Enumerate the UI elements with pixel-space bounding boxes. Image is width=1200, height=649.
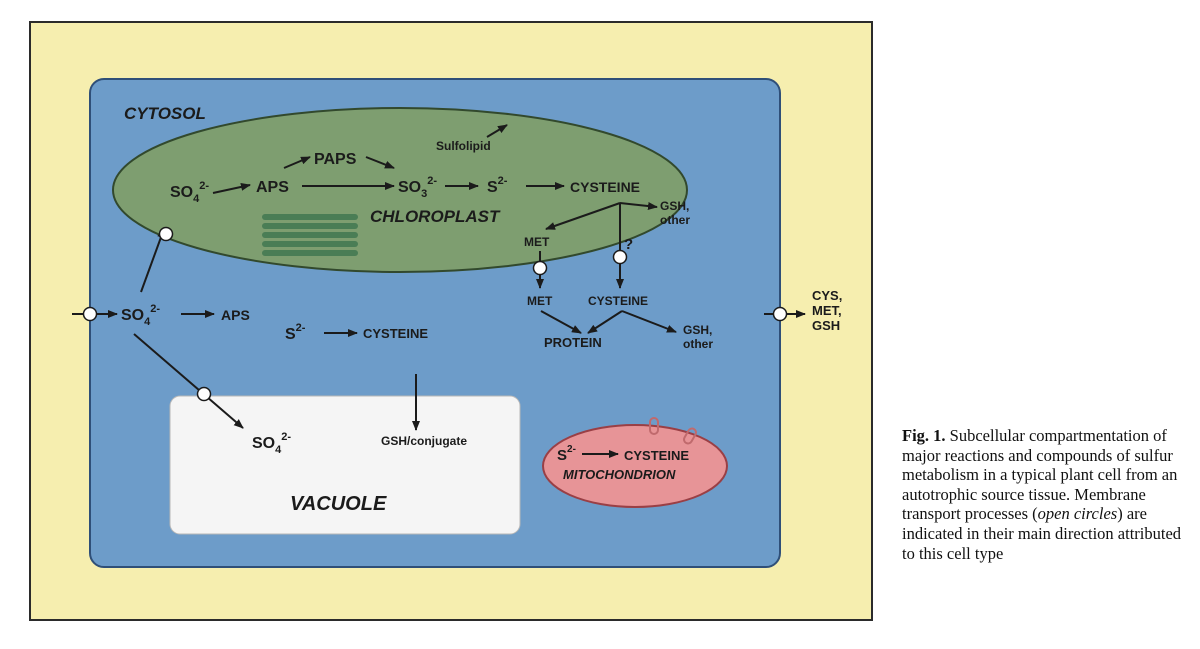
cytosol-sulfide: S2- — [285, 322, 306, 343]
caption-title: Fig. 1. — [902, 426, 946, 445]
arrow-paps-so3 — [365, 156, 395, 169]
chloroplast-sulfite: SO32- — [398, 175, 437, 200]
mitochondrion-sulfide: S2- — [557, 444, 576, 464]
chloroplast-aps: APS — [256, 179, 289, 196]
caption-text-1: Subcellular compartmentation of major re… — [902, 426, 1178, 524]
arrow-met-protein — [540, 310, 582, 334]
arrow-cysteine-gsh-chloroplast — [619, 202, 658, 211]
vacuole-label: VACUOLE — [290, 493, 387, 515]
arrow-aps-paps — [283, 156, 311, 169]
cytosol-cysteine: CYSTEINE — [363, 326, 428, 341]
chloroplast-label: CHLOROPLAST — [370, 207, 501, 226]
chloroplast-met: MET — [524, 235, 550, 249]
chloroplast-export-unknown: ? — [624, 236, 633, 253]
vacuole-gsh-conjugate: GSH/conjugate — [381, 434, 467, 448]
cytosol-label: CYTOSOL — [124, 104, 206, 123]
cytosol-aps: APS — [221, 307, 250, 323]
chloroplast-sulfate: SO42- — [170, 180, 209, 205]
cell-export-metabolites: CYS,MET,GSH — [812, 288, 842, 333]
mitochondrion-compartment — [542, 424, 728, 508]
mitochondrion-cristae — [649, 417, 697, 445]
arrow-cytosol-so4-chloroplast — [140, 228, 165, 293]
transporter-chloroplast-cysteine — [612, 249, 628, 265]
chloroplast-paps: PAPS — [314, 151, 357, 168]
arrow-cysteine-met-chloroplast — [545, 202, 621, 230]
chloroplast-sulfolipid: Sulfolipid — [436, 139, 491, 153]
transporter-vacuole-so4 — [196, 386, 212, 402]
caption-text-2: ) are indicated in their main direction … — [902, 504, 1182, 563]
arrow-to-sulfolipid — [486, 124, 508, 138]
mitochondrion-cysteine: CYSTEINE — [624, 448, 689, 463]
chloroplast-cysteine: CYSTEINE — [570, 179, 640, 195]
arrow-cysteine-protein — [587, 310, 623, 334]
sulfur-metabolism-diagram: CYTOSOL CHLOROPLAST VACUOLE MITOCHONDRIO… — [29, 21, 873, 621]
transporter-chloroplast-met — [532, 260, 548, 276]
transport-circles — [82, 226, 788, 402]
mitochondrion-label: MITOCHONDRION — [563, 467, 676, 482]
arrow-cysteine-gsh-cytosol — [621, 310, 677, 333]
cytosol-sulfate: SO42- — [121, 303, 160, 328]
chloroplast-sulfide: S2- — [487, 175, 508, 196]
transporter-plasma-out — [772, 306, 788, 322]
figure-caption: Fig. 1. Subcellular compartmentation of … — [902, 426, 1192, 563]
vacuole-compartment — [169, 395, 521, 535]
arrow-so4-vacuole — [133, 333, 244, 429]
arrow-so4-aps-chloroplast — [212, 182, 251, 194]
cytosol-met: MET — [527, 294, 553, 308]
vacuole-sulfate: SO42- — [252, 431, 291, 456]
chloroplast-gsh-other: GSH,other — [660, 199, 690, 227]
cytosol-gsh-other: GSH,other — [683, 323, 713, 351]
thylakoid-stack — [262, 214, 358, 256]
caption-emphasis: open circles — [1037, 504, 1118, 524]
transporter-plasma-in — [82, 306, 98, 322]
cytosol-cysteine-2: CYSTEINE — [588, 294, 648, 308]
chloroplast-compartment — [112, 107, 688, 273]
transporter-chloroplast-so4 — [158, 226, 174, 242]
cytosol-protein: PROTEIN — [544, 335, 602, 350]
